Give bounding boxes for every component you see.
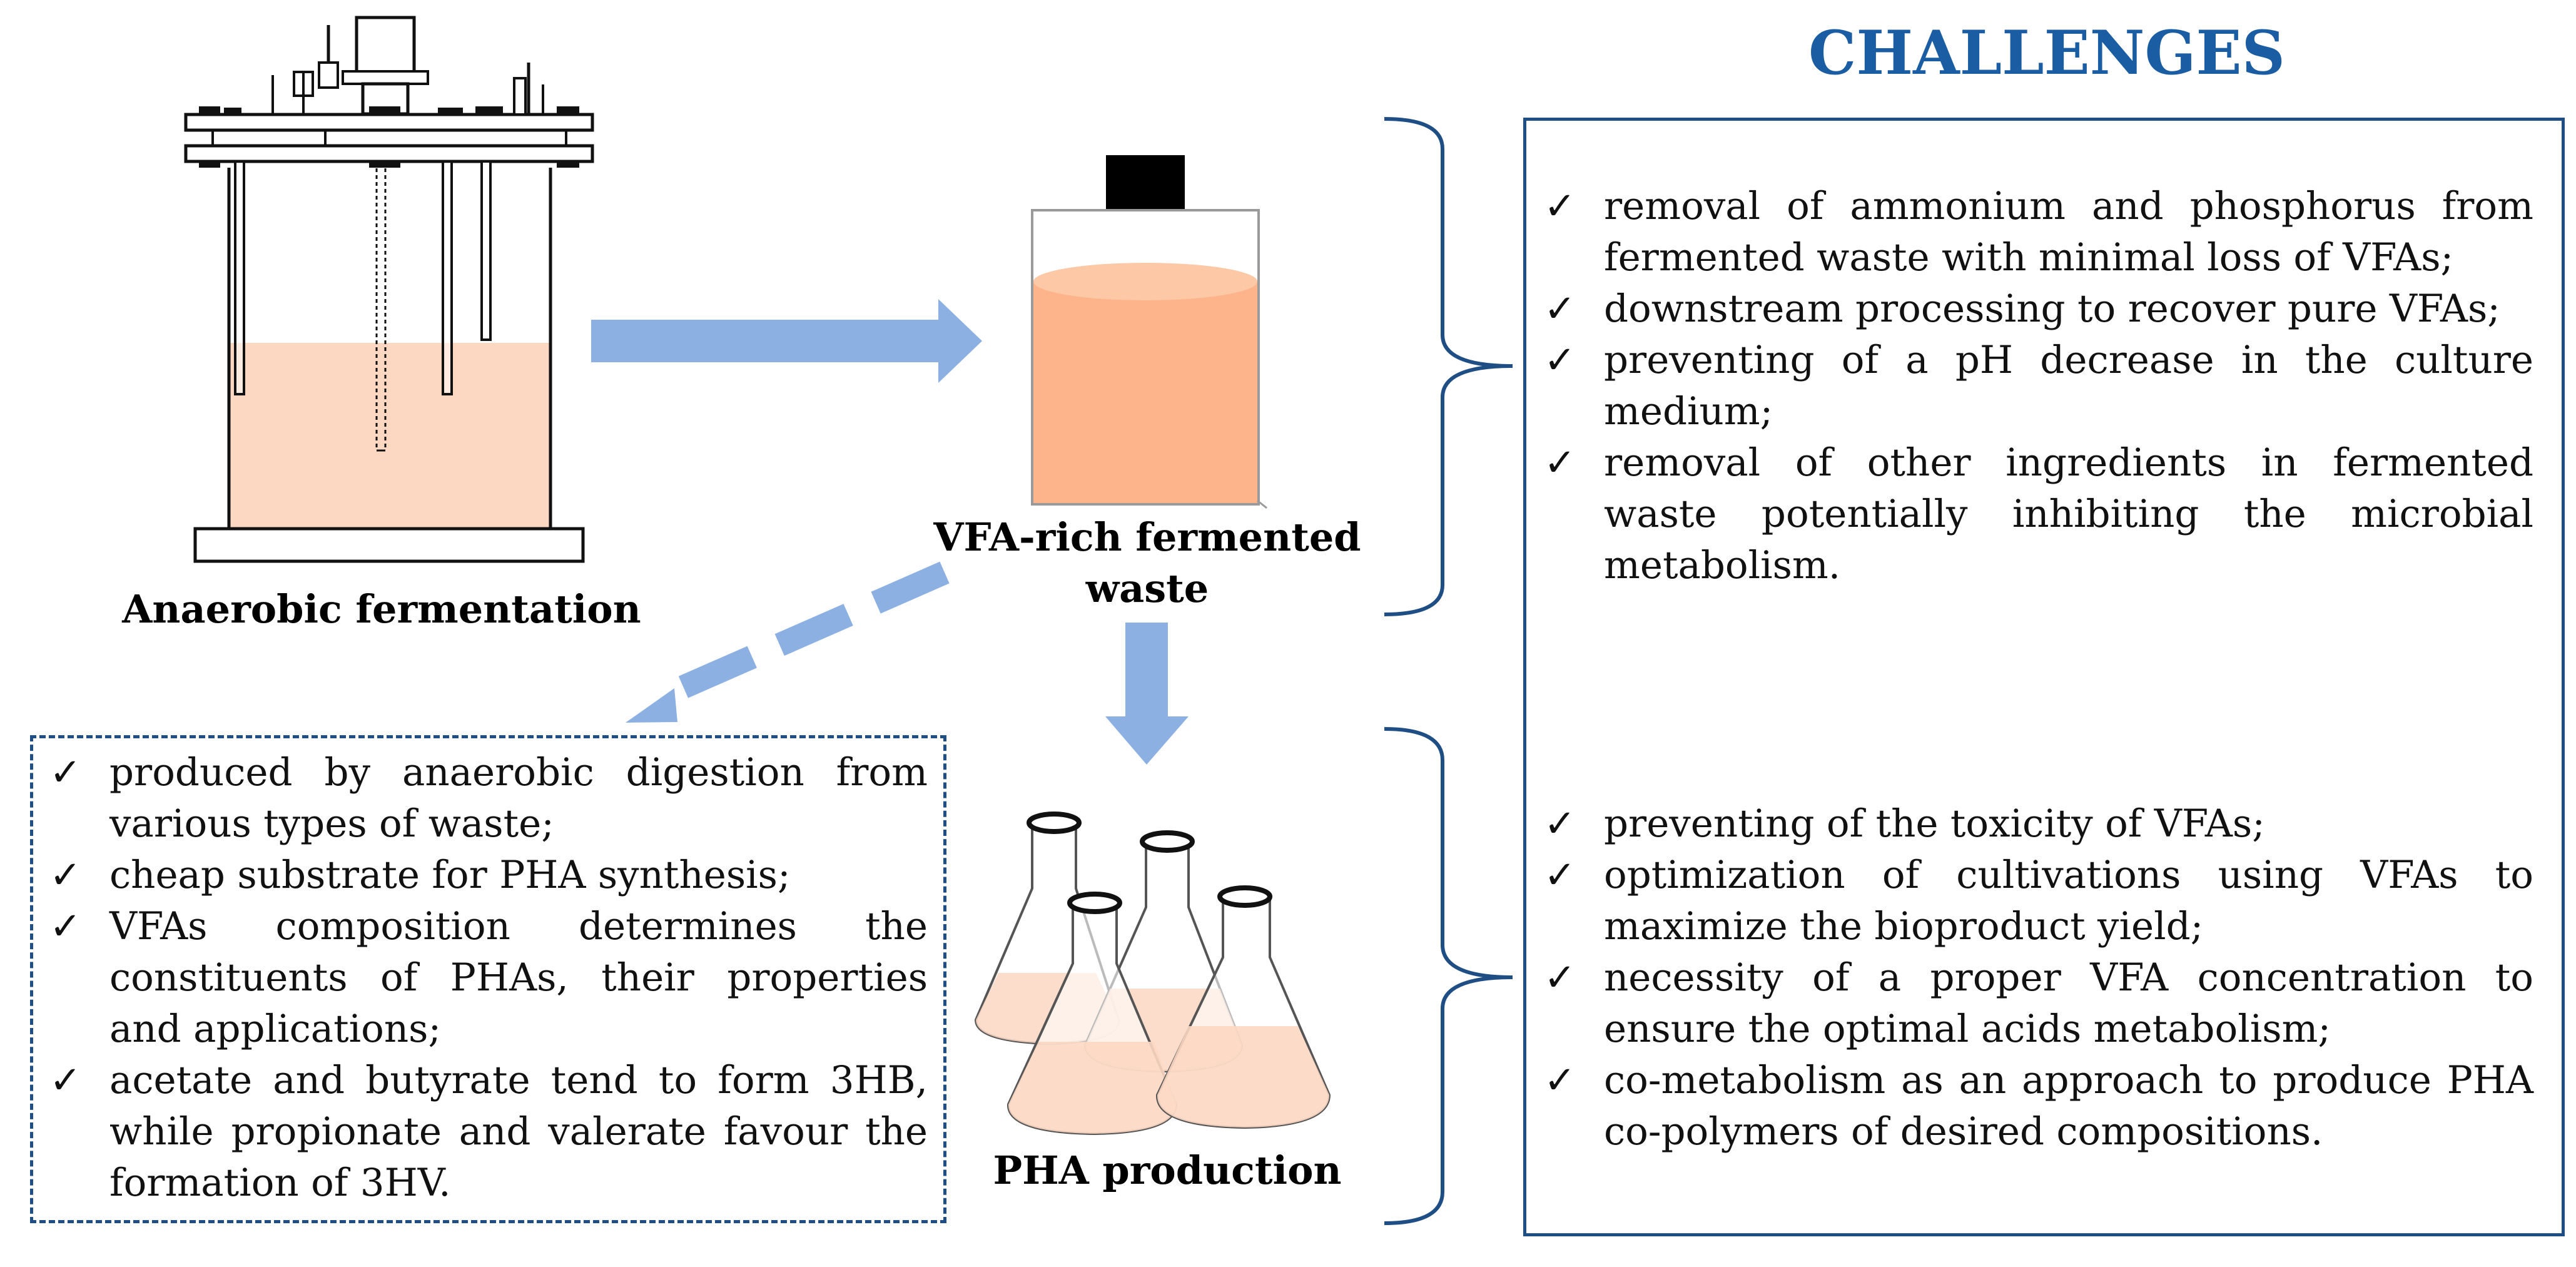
check-icon: ✓ bbox=[1544, 440, 1576, 485]
arrow-right bbox=[591, 299, 982, 383]
list-item: ✓necessity of a proper VFA concentration… bbox=[1544, 952, 2533, 1055]
list-item: ✓VFAs composition determines the constit… bbox=[49, 901, 928, 1055]
brace-top bbox=[1384, 117, 1513, 616]
vfa-properties-box: ✓produced by anaerobic digestion from va… bbox=[30, 735, 946, 1223]
list-item: ✓cheap substrate for PHA synthesis; bbox=[49, 850, 928, 901]
list-item: ✓preventing of the toxicity of VFAs; bbox=[1544, 798, 2533, 850]
check-icon: ✓ bbox=[49, 1058, 82, 1102]
list-item: ✓removal of ammonium and phosphorus from… bbox=[1544, 181, 2533, 283]
check-icon: ✓ bbox=[1544, 853, 1576, 897]
challenges-vfa-list: ✓removal of ammonium and phosphorus from… bbox=[1544, 181, 2533, 591]
check-icon: ✓ bbox=[1544, 955, 1576, 1000]
label-vfa-line1: VFA-rich fermented bbox=[933, 514, 1361, 560]
check-icon: ✓ bbox=[1544, 287, 1576, 331]
check-icon: ✓ bbox=[49, 853, 82, 897]
list-item: ✓preventing of a pH decrease in the cult… bbox=[1544, 335, 2533, 437]
check-icon: ✓ bbox=[49, 750, 82, 795]
list-item: ✓produced by anaerobic digestion from va… bbox=[49, 747, 928, 850]
list-item: ✓co-metabolism as an approach to produce… bbox=[1544, 1055, 2533, 1158]
challenges-box: ✓removal of ammonium and phosphorus from… bbox=[1523, 118, 2565, 1236]
arrow-down bbox=[1105, 623, 1189, 765]
list-item: ✓optimization of cultivations using VFAs… bbox=[1544, 850, 2533, 952]
check-icon: ✓ bbox=[1544, 338, 1576, 382]
challenges-title: CHALLENGES bbox=[1808, 18, 2285, 88]
check-icon: ✓ bbox=[49, 904, 82, 949]
check-icon: ✓ bbox=[1544, 1058, 1576, 1102]
challenges-pha-list: ✓preventing of the toxicity of VFAs; ✓op… bbox=[1544, 798, 2533, 1158]
list-item: ✓acetate and butyrate tend to form 3HB, … bbox=[49, 1055, 928, 1209]
label-vfa-line2: waste bbox=[1085, 566, 1209, 611]
label-pha-production: PHA production bbox=[993, 1147, 1341, 1193]
label-anaerobic-fermentation: Anaerobic fermentation bbox=[121, 586, 641, 632]
list-item: ✓downstream processing to recover pure V… bbox=[1544, 283, 2533, 335]
erlenmeyer-flasks-icon bbox=[974, 812, 1331, 1136]
check-icon: ✓ bbox=[1544, 801, 1576, 846]
list-item: ✓removal of other ingredients in ferment… bbox=[1544, 437, 2533, 591]
brace-bottom bbox=[1384, 727, 1513, 1225]
arrow-dashed-diagonal bbox=[626, 561, 950, 723]
check-icon: ✓ bbox=[1544, 184, 1576, 228]
bioreactor-icon bbox=[184, 16, 594, 563]
bottle-icon bbox=[1031, 155, 1267, 509]
vfa-properties-list: ✓produced by anaerobic digestion from va… bbox=[49, 747, 928, 1209]
